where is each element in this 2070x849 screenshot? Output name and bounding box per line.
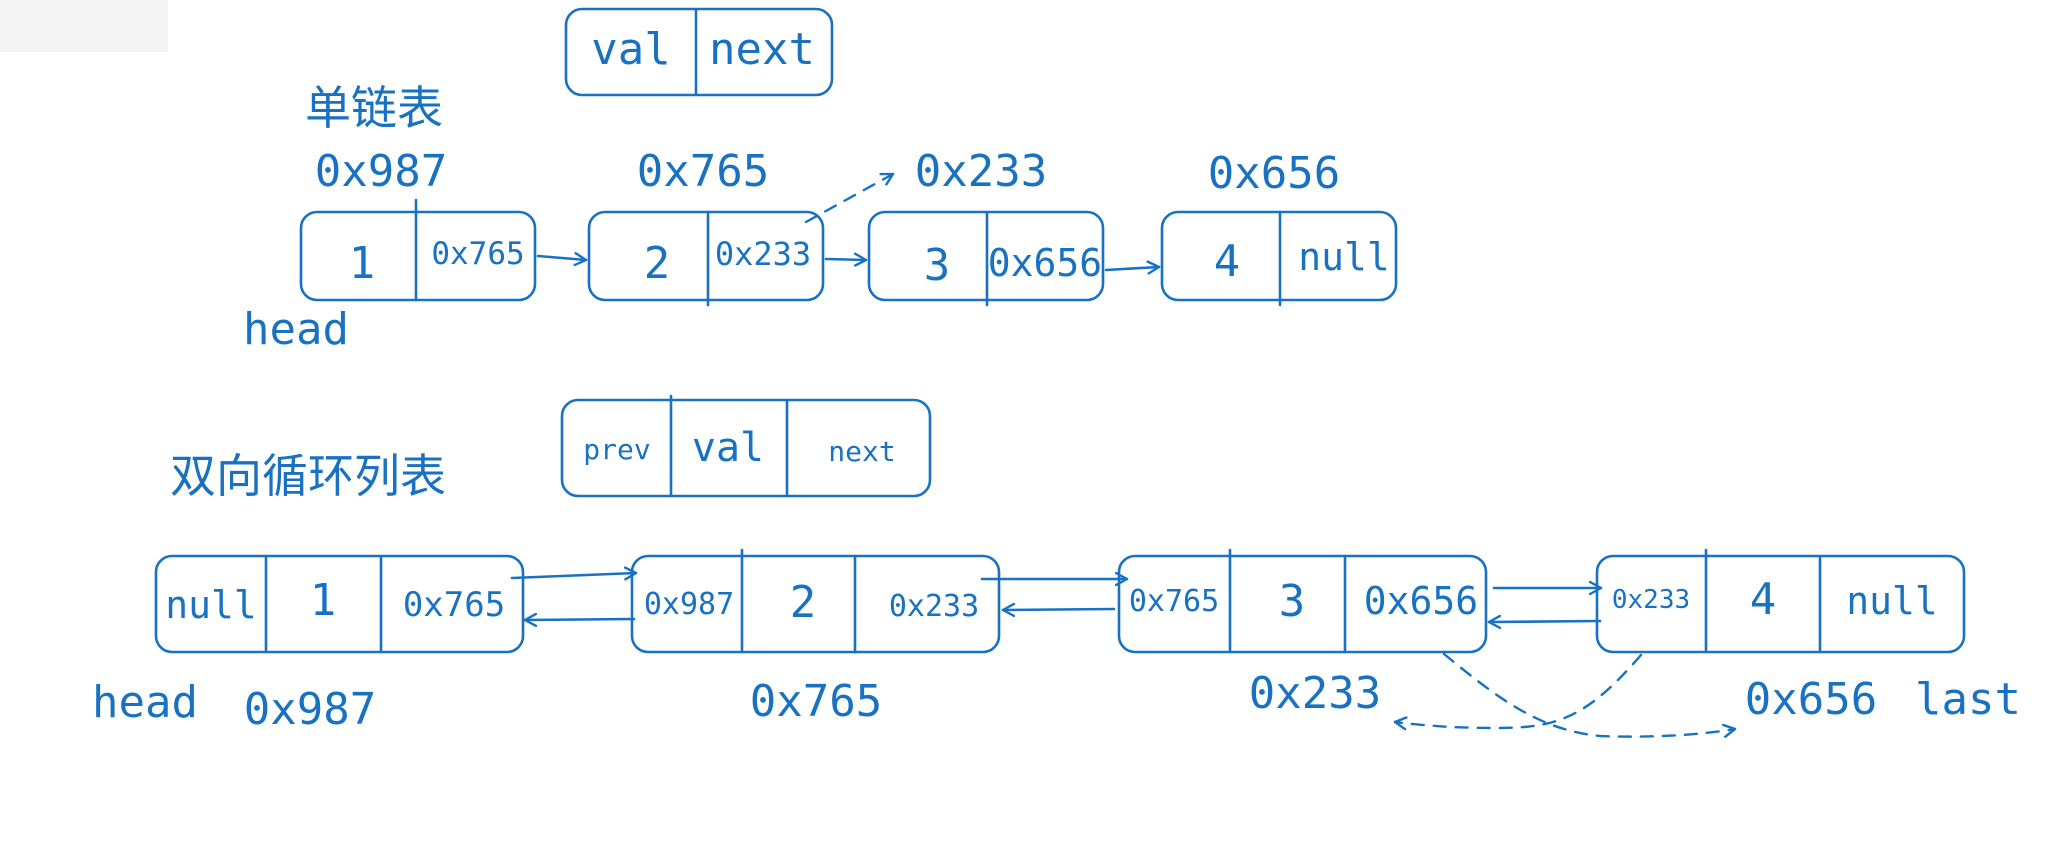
singly-node-1-next: 0x765 (431, 236, 524, 272)
doubly-node-2-val: 2 (790, 577, 817, 628)
doubly-node-2-next: 0x233 (889, 589, 979, 624)
doubly-node-4-next: null (1846, 579, 1938, 623)
doubly-node-1-val: 1 (310, 575, 337, 626)
doubly-node-4-val: 4 (1750, 574, 1777, 625)
doubly-node-1: null 1 0x765 (154, 554, 525, 654)
doubly-legend-box: prev val next (560, 394, 932, 498)
doubly-node-3: 0x765 3 0x656 (1117, 548, 1488, 654)
doubly-last-label: last (1915, 674, 2021, 725)
doubly-node-1-next: 0x765 (403, 585, 505, 625)
doubly-circular-arrow-head-to-last (1442, 652, 1737, 737)
singly-arrow-1-2 (536, 256, 588, 260)
singly-node-1: 1 0x765 (299, 198, 537, 302)
doubly-node-2: 0x987 2 0x233 (630, 548, 1001, 654)
singly-node-3-next: 0x656 (988, 241, 1102, 285)
singly-address-1: 0x987 (315, 146, 447, 197)
doubly-circular-arrow-last-to-head (1393, 653, 1643, 728)
singly-node-4-next: null (1298, 235, 1390, 279)
doubly-backward-arrow-4-3 (1487, 621, 1602, 622)
doubly-backward-arrow-3-2 (1001, 609, 1116, 610)
doubly-linked-list-section: prev val next 双向循环列表 null 1 0x765 0x987 … (92, 394, 2021, 737)
doubly-address-4: 0x656 (1745, 674, 1877, 725)
singly-arrow-3-4 (1104, 267, 1161, 270)
singly-node-2-val: 2 (644, 238, 671, 289)
doubly-node-1-prev: null (165, 583, 257, 627)
singly-arrow-2-3 (824, 259, 868, 260)
singly-legend-box: val next (564, 7, 834, 97)
singly-node-2-next: 0x233 (715, 235, 811, 273)
doubly-node-3-next: 0x656 (1364, 579, 1478, 623)
singly-node-1-val: 1 (349, 238, 376, 289)
singly-linked-list-section: val next 单链表 0x987 0x765 0x233 0x656 1 0… (243, 7, 1398, 355)
doubly-node-3-prev: 0x765 (1129, 584, 1219, 619)
doubly-backward-arrow-2-1 (523, 619, 636, 620)
doubly-node-3-val: 3 (1279, 576, 1306, 627)
doubly-legend-prev: prev (583, 433, 650, 466)
singly-legend-val: val (591, 24, 670, 75)
singly-node-3: 3 0x656 (867, 210, 1105, 307)
doubly-legend-next: next (828, 435, 895, 468)
doubly-address-1: 0x987 (244, 684, 376, 735)
singly-legend-next: next (709, 24, 815, 75)
doubly-address-2: 0x765 (750, 676, 882, 727)
singly-dashed-pointer-arrow (804, 172, 895, 224)
doubly-head-label: head (92, 677, 198, 728)
corner-shade (0, 0, 168, 52)
doubly-legend-val: val (692, 425, 764, 471)
singly-node-2: 2 0x233 (587, 210, 825, 307)
doubly-node-4-prev: 0x233 (1612, 585, 1690, 615)
doubly-node-2-prev: 0x987 (644, 587, 734, 622)
doubly-address-3: 0x233 (1249, 668, 1381, 719)
singly-node-4: 4 null (1160, 210, 1398, 307)
singly-node-3-val: 3 (924, 240, 951, 291)
singly-address-4: 0x656 (1208, 148, 1340, 199)
singly-address-3: 0x233 (915, 146, 1047, 197)
doubly-node-4: 0x233 4 null (1595, 548, 1966, 654)
doubly-forward-arrow-1-2 (510, 573, 638, 578)
singly-title: 单链表 (305, 81, 443, 135)
singly-address-2: 0x765 (637, 146, 769, 197)
singly-head-label: head (243, 304, 349, 355)
singly-node-4-val: 4 (1214, 236, 1241, 287)
doubly-title: 双向循环列表 (170, 449, 446, 503)
